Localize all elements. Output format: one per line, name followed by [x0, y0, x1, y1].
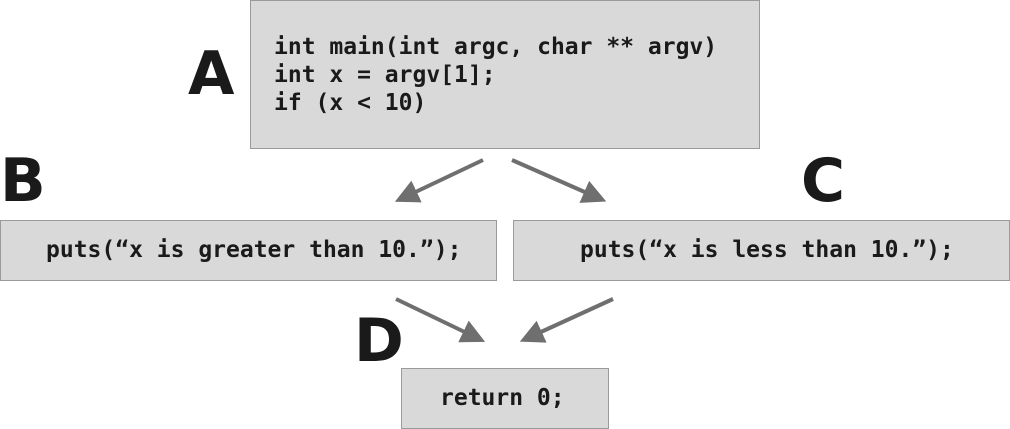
- edge-b-to-d: [395, 297, 486, 343]
- code-block-d: return 0;: [401, 368, 609, 429]
- code-block-c: puts(“x is less than 10.”);: [513, 220, 1010, 281]
- code-block-b: puts(“x is greater than 10.”);: [0, 220, 497, 281]
- code-line: if (x < 10): [274, 90, 427, 116]
- node-label-a: A: [188, 39, 235, 109]
- code-line: int x = argv[1];: [274, 62, 496, 88]
- edge-a-to-c: [511, 158, 607, 203]
- edge-a-to-b: [394, 158, 484, 203]
- code-line: int main(int argc, char ** argv): [274, 34, 718, 60]
- node-label-c: C: [801, 146, 846, 216]
- code-block-a: int main(int argc, char ** argv) int x =…: [250, 0, 760, 149]
- edge-c-to-d: [519, 297, 614, 343]
- node-label-b: B: [0, 146, 46, 216]
- node-label-d: D: [354, 306, 404, 376]
